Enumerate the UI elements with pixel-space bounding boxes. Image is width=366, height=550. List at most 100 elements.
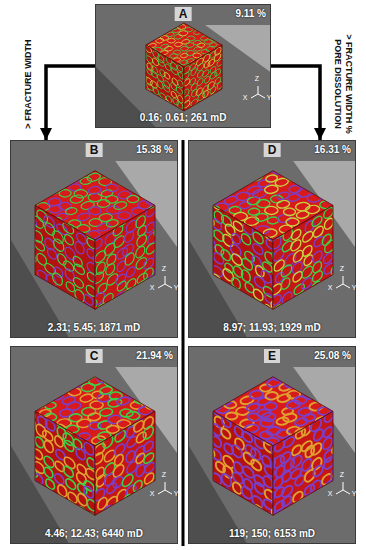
grain-boundary [208, 42, 218, 48]
grain-boundary [143, 439, 153, 453]
grain-boundary [68, 490, 77, 505]
panel-ground [11, 141, 178, 338]
grain-boundary [117, 499, 126, 514]
axis-triad [343, 284, 350, 288]
grain-boundary [48, 246, 57, 261]
grain-boundary [300, 389, 319, 400]
grain-boundary [208, 80, 215, 91]
grain-boundary [254, 198, 273, 209]
grain-boundary [67, 183, 83, 192]
axis-label: X [243, 94, 248, 102]
grain-boundary [204, 75, 209, 84]
grain-boundary [158, 58, 164, 67]
grain-boundary [313, 464, 322, 479]
face-fill [95, 411, 155, 515]
cube-face [201, 391, 285, 534]
grain-boundary [324, 216, 333, 231]
grain-boundary [123, 242, 134, 259]
grain-boundary [192, 103, 198, 111]
grain-boundary [293, 270, 302, 284]
arrow-label: > FRACTURE WIDTH [23, 39, 34, 128]
axis-triad [343, 276, 344, 284]
grain-boundary [54, 382, 74, 393]
grain-boundary [84, 484, 93, 500]
grain-boundary [35, 239, 45, 253]
face-fill [95, 205, 155, 309]
axis-label: Y [352, 284, 357, 292]
face-edge [213, 411, 273, 515]
grain-boundary [293, 490, 303, 505]
grain-boundary [172, 49, 183, 55]
grain-boundary [255, 396, 273, 406]
grain-boundary [172, 77, 178, 87]
axis-label: X [328, 284, 333, 292]
grain-boundary [44, 439, 53, 455]
grain-boundary [65, 267, 74, 282]
grain-boundary [96, 176, 114, 186]
grain-boundary [233, 480, 242, 495]
grain-boundary [75, 240, 84, 256]
grain-boundary [54, 289, 64, 304]
grain-boundary [232, 252, 242, 268]
grain-boundary [285, 214, 295, 230]
grain-boundary [157, 80, 162, 90]
grain-boundary [127, 180, 145, 191]
grain-boundary [256, 179, 272, 189]
axis-label: Z [162, 265, 166, 273]
grain-boundary [96, 465, 104, 480]
axis-label: X [150, 284, 155, 292]
grain-boundary [270, 377, 288, 382]
grain-boundary [171, 90, 176, 99]
grain-boundary [283, 301, 292, 310]
grain-boundary [63, 464, 73, 479]
grain-boundary [214, 52, 220, 62]
grain-boundary [217, 80, 222, 90]
grain-boundary [64, 438, 73, 453]
grain-boundary [35, 229, 42, 245]
grain-boundary [56, 201, 74, 211]
grain-boundary [97, 510, 107, 516]
grain-boundary [177, 64, 183, 73]
grain-boundary [74, 262, 84, 276]
grain-boundary [45, 197, 63, 208]
grain-boundary [293, 201, 313, 213]
cube-face [189, 364, 356, 460]
grain-boundary [137, 278, 148, 294]
grain-boundary [86, 217, 104, 227]
grain-boundary [291, 453, 302, 470]
porosity-value: 9.11 % [235, 8, 266, 20]
grain-boundary [241, 268, 250, 284]
aperture-permeability-values: 4.46; 12.43; 6440 mD [45, 528, 143, 540]
panel-ground [189, 347, 356, 544]
grain-boundary [133, 479, 142, 494]
panel-box: D16.31 %8.97; 11.93; 1929 mD [188, 140, 356, 338]
panel-letter: E [264, 349, 280, 363]
grain-boundary [223, 464, 233, 480]
flow-arrow [271, 66, 320, 140]
grain-boundary [213, 471, 221, 486]
grain-boundary [283, 226, 292, 242]
grain-boundary [255, 480, 265, 496]
grain-boundary [57, 407, 76, 418]
grain-boundary [103, 503, 114, 515]
grain-boundary [136, 462, 145, 478]
grain-boundary [146, 55, 153, 65]
axis-triad [165, 490, 172, 494]
grain-boundary [86, 283, 95, 298]
face-edge [95, 411, 155, 515]
grain-boundary [183, 26, 194, 32]
grain-boundary [64, 401, 83, 412]
grain-boundary [295, 212, 304, 226]
grain-boundary [35, 447, 42, 461]
grain-boundary [58, 252, 66, 267]
panel-letter: D [264, 143, 281, 157]
grain-boundary [233, 286, 243, 300]
cube-face [83, 391, 167, 536]
grain-boundary [304, 253, 313, 267]
aperture-permeability-values: 0.16; 0.61; 261 mD [140, 112, 227, 124]
grain-boundary [44, 185, 63, 196]
grain-boundary [146, 205, 155, 218]
grain-boundary [107, 171, 126, 181]
grain-boundary [84, 293, 94, 307]
